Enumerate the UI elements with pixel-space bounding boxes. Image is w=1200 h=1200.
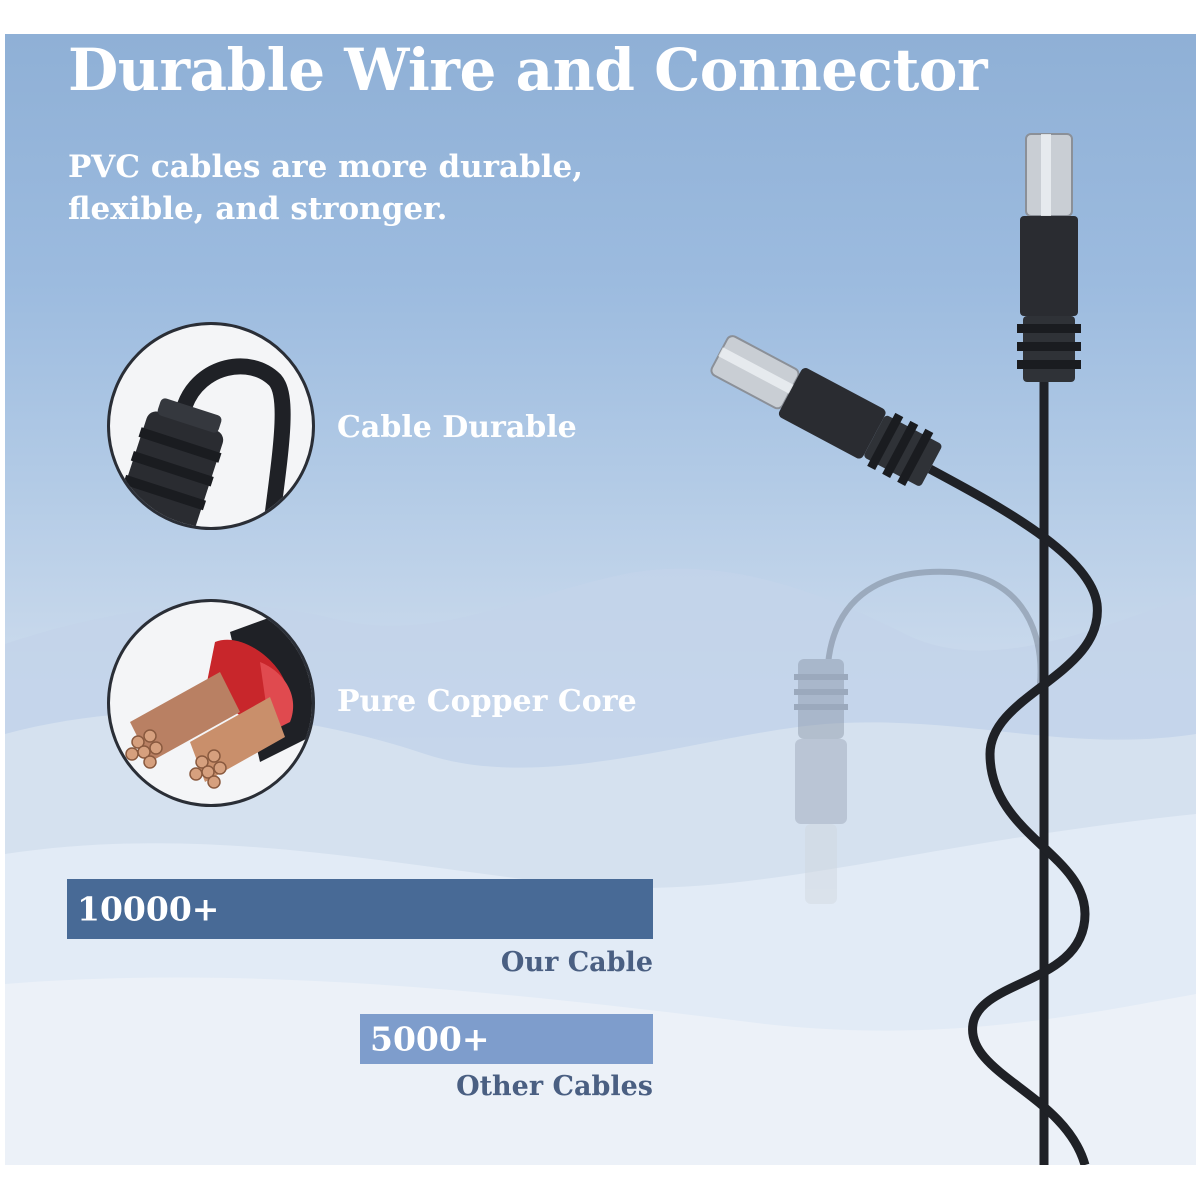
vertical-connector-icon bbox=[1017, 133, 1081, 382]
bar-value-other-cables: 5000+ bbox=[370, 1019, 490, 1059]
copper-core-icon bbox=[125, 602, 312, 789]
bar-caption-our-cable: Our Cable bbox=[500, 947, 653, 978]
feature-circle-copper-core bbox=[107, 599, 315, 807]
bar-value-our-cable: 10000+ bbox=[77, 889, 220, 929]
feature-label-copper-core: Pure Copper Core bbox=[337, 684, 637, 719]
comparison-bar-our-cable: 10000+ bbox=[67, 879, 653, 939]
comparison-bar-other-cables: 5000+ bbox=[360, 1014, 653, 1064]
subline: PVC cables are more durable, flexible, a… bbox=[68, 149, 584, 227]
ghost-connector-icon bbox=[794, 568, 1044, 904]
headline: Durable Wire and Connector bbox=[68, 36, 988, 104]
angled-connector-icon bbox=[710, 335, 942, 487]
product-banner: Durable Wire and Connector PVC cables ar… bbox=[5, 34, 1196, 1165]
feature-label-cable-durable: Cable Durable bbox=[337, 410, 577, 445]
bar-caption-other-cables: Other Cables bbox=[456, 1071, 653, 1102]
dc-cable-illustration bbox=[710, 133, 1102, 1165]
mountain-background bbox=[5, 568, 1196, 1165]
